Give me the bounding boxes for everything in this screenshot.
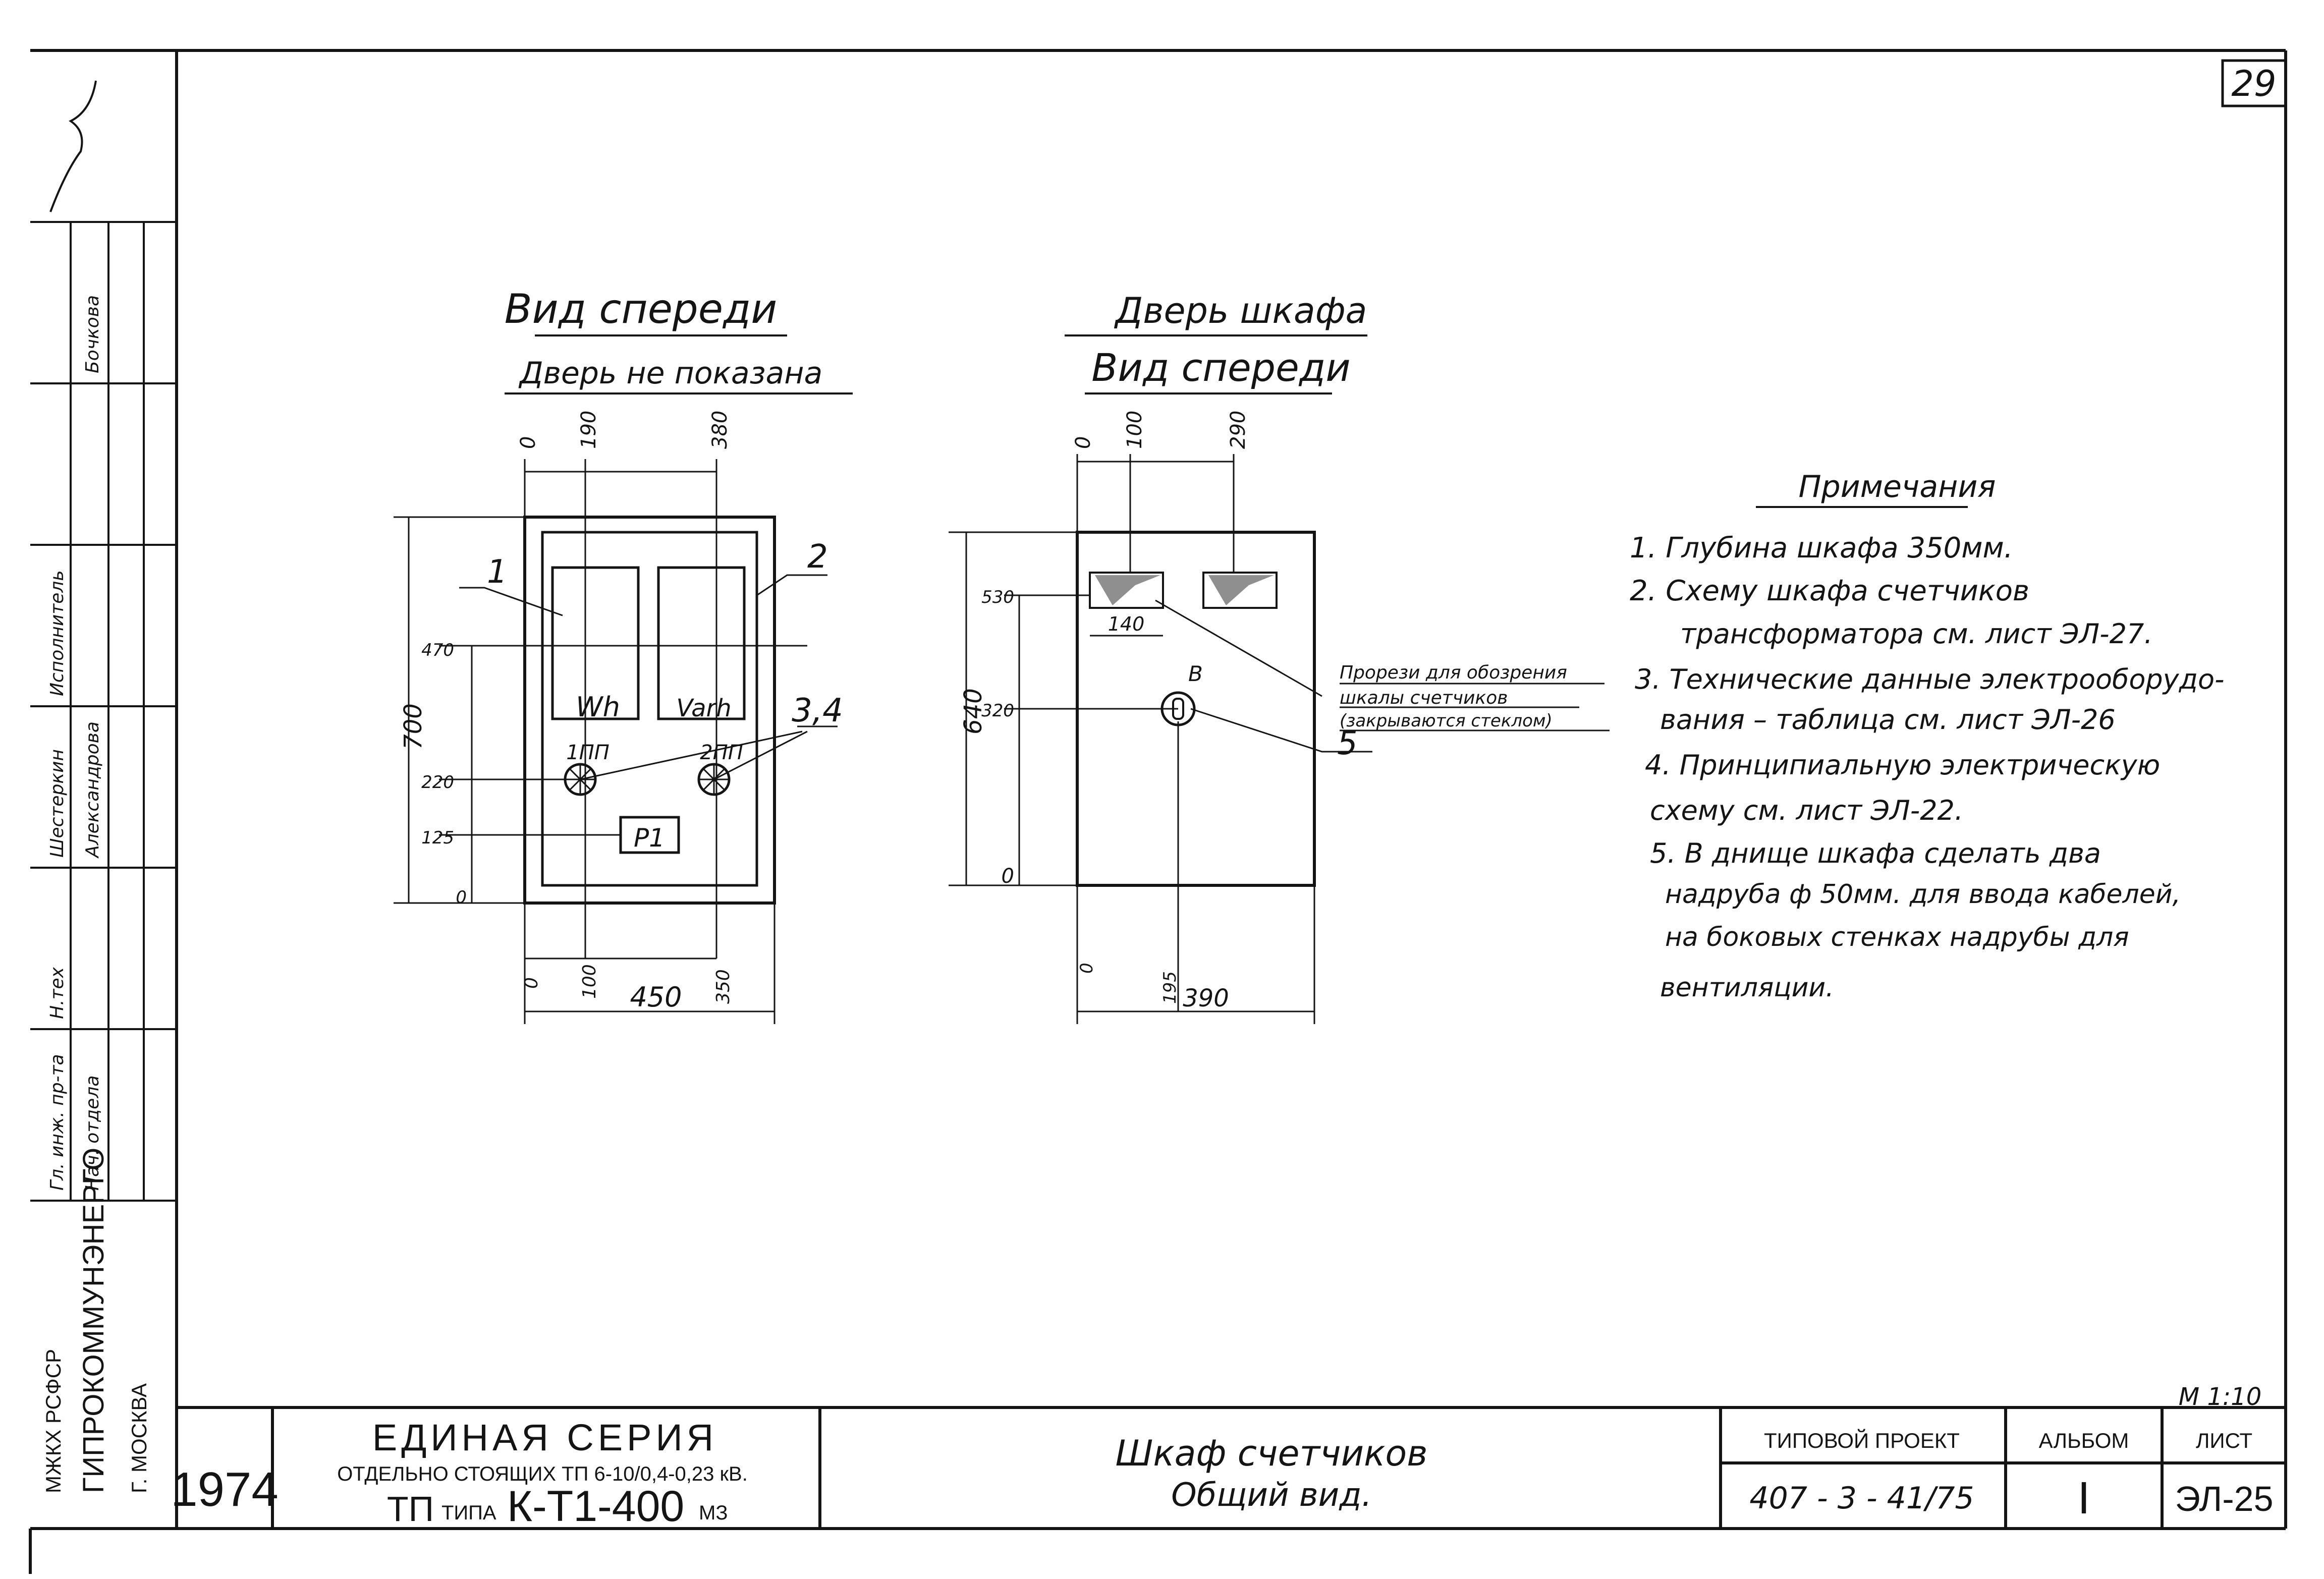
front-dim-0: 0 bbox=[456, 887, 467, 908]
stamp-org-city: Г. МОСКВА bbox=[127, 1383, 151, 1493]
tb-album-no: I bbox=[2077, 1473, 2090, 1524]
front-dim-height: 700 bbox=[399, 703, 427, 750]
front-callout-2: 2 bbox=[807, 538, 828, 576]
door-dim-top-100: 100 bbox=[1123, 411, 1146, 449]
note-line-5: вания – таблица см. лист ЭЛ-26 bbox=[1660, 704, 2116, 736]
note-line-10: на боковых стенках надрубы для bbox=[1665, 922, 2129, 952]
door-view-title: Дверь шкафа bbox=[1114, 290, 1367, 331]
note-line-1: 1. Глубина шкафа 350мм. bbox=[1630, 532, 2013, 565]
door-window-left bbox=[1089, 572, 1164, 609]
door-dim-bottom-195: 195 bbox=[1160, 971, 1180, 1004]
meter-wh bbox=[551, 566, 640, 720]
tb-sheet-code: ЭЛ-25 bbox=[2175, 1479, 2273, 1518]
stamp-role-tech: Н.тех bbox=[47, 967, 68, 1019]
door-view: Дверь шкафа Вид спереди В bbox=[949, 290, 1610, 1024]
signature-scribble bbox=[49, 80, 97, 212]
note-line-9: надруба ф 50мм. для ввода кабелей, bbox=[1665, 879, 2181, 910]
front-dim-125: 125 bbox=[421, 828, 454, 848]
title-block: 1974 ЕДИНАЯ СЕРИЯ ОТДЕЛЬНО СТОЯЩИХ ТП 6-… bbox=[171, 1407, 2286, 1531]
front-dim-220: 220 bbox=[421, 772, 454, 793]
tb-series-sub: ОТДЕЛЬНО СТОЯЩИХ ТП 6-10/0,4-0,23 кВ. bbox=[337, 1463, 748, 1485]
sheet-number-box: 29 bbox=[2221, 59, 2287, 107]
stamp-role-dept-head: Нач. отдела bbox=[82, 1076, 103, 1191]
side-stamp: МЖКХ РСФСР ГИПРОКОММУНЭНЕРГО Г. МОСКВА Г… bbox=[30, 80, 177, 1493]
sheet-number: 29 bbox=[2231, 63, 2276, 104]
door-window-right bbox=[1202, 572, 1278, 609]
stamp-name-alexandrova: Александрова bbox=[82, 721, 103, 859]
front-dim-bottom-350: 350 bbox=[713, 969, 734, 1004]
note-line-8: 5. В днище шкафа сделать два bbox=[1650, 837, 2101, 869]
door-callout-5: 5 bbox=[1337, 725, 1358, 762]
tb-project-label: ТИПОВОЙ ПРОЕКТ bbox=[1764, 1428, 1960, 1452]
note-line-3: трансформатора см. лист ЭЛ-27. bbox=[1680, 618, 2153, 650]
tb-sheet-label: ЛИСТ bbox=[2196, 1429, 2252, 1452]
tb-tp-mid: ТИПА bbox=[441, 1502, 496, 1524]
tb-drawing-subtitle: Общий вид. bbox=[1171, 1477, 1372, 1514]
tb-year: 1974 bbox=[171, 1462, 279, 1516]
door-dim-top-290: 290 bbox=[1227, 411, 1250, 449]
stamp-org-ministry: МЖКХ РСФСР bbox=[41, 1349, 65, 1493]
door-view-subtitle: Вид спереди bbox=[1091, 345, 1350, 390]
scale-label: М 1:10 bbox=[2179, 1383, 2261, 1411]
front-dim-width: 450 bbox=[630, 981, 682, 1013]
tb-tp-suffix: МЗ bbox=[699, 1502, 728, 1524]
front-dim-top-380: 380 bbox=[708, 411, 732, 449]
note-line-6: 4. Принципиальную электрическую bbox=[1645, 749, 2160, 781]
front-dim-bottom-100: 100 bbox=[579, 964, 600, 999]
tb-tp-prefix: ТП bbox=[387, 1489, 434, 1529]
door-dim-window: 140 bbox=[1108, 613, 1145, 635]
front-callout-3-4: 3,4 bbox=[792, 692, 843, 729]
meter-varh-label: Varh bbox=[676, 694, 731, 722]
note-line-2: 2. Схему шкафа счетчиков bbox=[1630, 575, 2029, 607]
sheet-frame bbox=[29, 49, 2287, 1574]
tb-album-label: АЛЬБОМ bbox=[2039, 1429, 2129, 1452]
stamp-name-bochkova: Бочкова bbox=[82, 295, 103, 373]
tb-series: ЕДИНАЯ СЕРИЯ bbox=[372, 1417, 717, 1458]
door-lock-label: В bbox=[1188, 661, 1203, 686]
stamp-org-institute: ГИПРОКОММУНЭНЕРГО bbox=[77, 1148, 110, 1493]
door-dim-320: 320 bbox=[981, 701, 1014, 721]
door-dim-height: 640 bbox=[959, 688, 987, 735]
notes-block: Примечания 1. Глубина шкафа 350мм. 2. Сх… bbox=[1630, 469, 2224, 1003]
door-note-line-3: (закрываются стеклом) bbox=[1340, 711, 1553, 731]
tb-drawing-title: Шкаф счетчиков bbox=[1115, 1433, 1427, 1474]
front-dim-bottom-0: 0 bbox=[521, 977, 542, 989]
tb-project-no: 407 - 3 - 41/75 bbox=[1749, 1481, 1974, 1516]
note-line-11: вентиляции. bbox=[1660, 973, 1834, 1003]
cabinet-inner-frame bbox=[541, 531, 758, 887]
door-dim-top-0: 0 bbox=[1072, 436, 1095, 449]
front-callout-1: 1 bbox=[487, 553, 508, 591]
stamp-role-chief-engineer: Гл. инж. пр-та bbox=[47, 1054, 68, 1191]
switch-1-label: 1ПП bbox=[566, 741, 610, 764]
door-note-line-2: шкалы счетчиков bbox=[1340, 688, 1508, 708]
meter-varh bbox=[657, 566, 746, 720]
tb-tp-type: К-Т1-400 bbox=[507, 1482, 684, 1531]
door-dim-width: 390 bbox=[1183, 984, 1229, 1012]
front-dim-470: 470 bbox=[421, 640, 454, 660]
stamp-name-shesterkin: Шестеркин bbox=[47, 749, 68, 858]
door-dim-0: 0 bbox=[1002, 865, 1014, 888]
door-dim-bottom-0: 0 bbox=[1077, 963, 1097, 974]
front-dim-top-190: 190 bbox=[577, 411, 600, 449]
stamp-role-executor: Исполнитель bbox=[47, 570, 68, 696]
door-dim-530: 530 bbox=[981, 587, 1014, 607]
door-note-line-1: Прорези для обозрения bbox=[1340, 662, 1567, 683]
meter-wh-label: Wh bbox=[576, 691, 620, 723]
cabinet-body bbox=[523, 516, 776, 905]
note-line-7: схему см. лист ЭЛ-22. bbox=[1650, 795, 1963, 826]
note-line-4: 3. Технические данные электрооборудо- bbox=[1635, 663, 2224, 695]
front-view-title: Вид спереди bbox=[505, 286, 777, 332]
front-view-subtitle: Дверь не показана bbox=[518, 356, 823, 391]
notes-heading: Примечания bbox=[1799, 469, 1996, 504]
relay-p1-label: P1 bbox=[634, 823, 665, 853]
front-dim-top-0: 0 bbox=[517, 436, 540, 449]
front-view: Вид спереди Дверь не показана Wh Varh 1П… bbox=[394, 286, 853, 1024]
